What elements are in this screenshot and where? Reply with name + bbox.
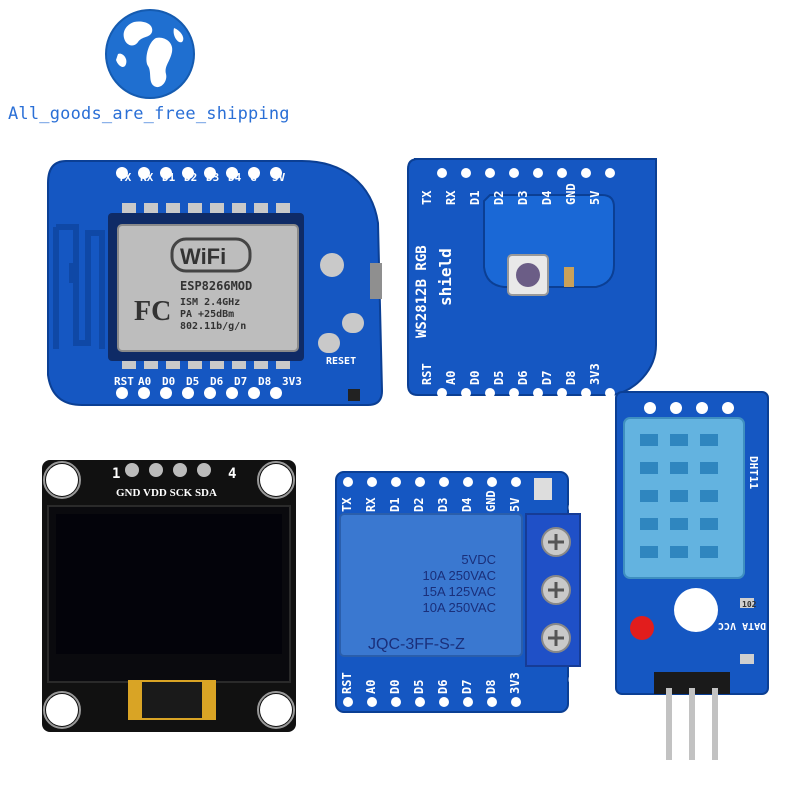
pin-label: D0 [468, 370, 482, 385]
fc-mark: FC [134, 296, 172, 327]
dht11-resistor: 102 [742, 600, 757, 609]
pin-label: D4 [228, 171, 242, 184]
pin-label: D8 [258, 375, 272, 388]
chip-model: ESP8266MOD [180, 279, 253, 293]
relay-no-bottom: NO [568, 672, 583, 686]
reset-label: RESET [326, 356, 357, 367]
pin-label: 5V [508, 497, 522, 512]
pin-label: D1 [388, 497, 402, 512]
pin-label: D1 [468, 190, 482, 205]
pin-label: D5 [186, 375, 200, 388]
pin-label: RX [444, 190, 458, 205]
pin-label: G [250, 171, 257, 184]
d1-mini-board [47, 160, 384, 406]
pin-label: D7 [540, 370, 554, 385]
relay-rating-line: 10A 250VAC [422, 600, 496, 615]
dht11-pins-label: GND DATA VCC [718, 620, 791, 631]
pin-label: D0 [388, 679, 402, 694]
wifi-logo: WiFi [180, 244, 227, 269]
rgb-shield-title: WS2812B RGB [414, 245, 430, 338]
pin-label: 3V3 [508, 672, 522, 694]
relay-rating-line: 15A 125VAC [422, 584, 496, 599]
pin-label: D8 [484, 679, 498, 694]
rgb-shield-subtitle: shield [436, 248, 455, 306]
oled-pin-start: 1 [112, 466, 121, 482]
chip-spec-line: ISM 2.4GHz [180, 297, 241, 308]
relay-no-top: NO [568, 500, 583, 514]
globe-icon [105, 9, 195, 99]
pin-label: 3V3 [588, 363, 602, 385]
pin-label: TX [340, 497, 354, 512]
relay-shield-board [335, 471, 581, 713]
pin-label: TX [118, 171, 132, 184]
watermark-text: All_goods_are_free_shipping [8, 104, 290, 124]
pin-label: D3 [436, 497, 450, 512]
relay-ratings: 5VDC 10A 250VAC 15A 125VAC 10A 250VAC [400, 552, 496, 616]
pin-label: 5V [272, 171, 286, 184]
relay-rating-line: 10A 250VAC [422, 568, 496, 583]
chip-specs: ISM 2.4GHz PA +25dBm 802.11b/g/n [180, 297, 246, 333]
pin-label: D5 [412, 679, 426, 694]
pin-label: D3 [206, 171, 220, 184]
pin-label: D6 [210, 375, 224, 388]
pin-label: GND [484, 490, 498, 512]
pin-label: RST [340, 672, 354, 694]
pin-label: D4 [460, 497, 474, 512]
pin-label: D7 [234, 375, 248, 388]
oled-pin-labels: GND VDD SCK SDA [116, 487, 217, 499]
relay-rating-line: 5VDC [461, 552, 496, 567]
pin-label: RX [140, 171, 154, 184]
pin-label: RST [114, 375, 134, 388]
oled-board [42, 460, 296, 732]
pin-label: 5V [588, 190, 602, 205]
pin-label: RST [420, 363, 434, 385]
pin-label: TX [420, 190, 434, 205]
pin-label: A0 [444, 370, 458, 385]
chip-spec-line: PA +25dBm [180, 309, 235, 320]
pin-label: RX [364, 497, 378, 512]
rgb-shield-board [407, 158, 657, 398]
pin-label: A0 [364, 679, 378, 694]
pin-label: D6 [516, 370, 530, 385]
pin-label: A0 [138, 375, 152, 388]
dht11-label: DHT11 [747, 456, 760, 490]
pin-label: D2 [184, 171, 198, 184]
dht11-board [615, 391, 769, 760]
pin-label: 3V3 [282, 375, 302, 388]
pin-label: D1 [162, 171, 176, 184]
pin-label: D0 [162, 375, 176, 388]
pin-label: D7 [460, 679, 474, 694]
pin-label: D8 [564, 370, 578, 385]
pin-label: D2 [412, 497, 426, 512]
pin-label: D2 [492, 190, 506, 205]
pin-label: GND [564, 183, 578, 205]
pin-label: D5 [492, 370, 506, 385]
pin-label: D3 [516, 190, 530, 205]
oled-pin-end: 4 [228, 466, 237, 482]
relay-model: JQC-3FF-S-Z [368, 636, 465, 653]
pin-label: D4 [540, 190, 554, 205]
pin-label: D6 [436, 679, 450, 694]
chip-spec-line: 802.11b/g/n [180, 321, 247, 332]
